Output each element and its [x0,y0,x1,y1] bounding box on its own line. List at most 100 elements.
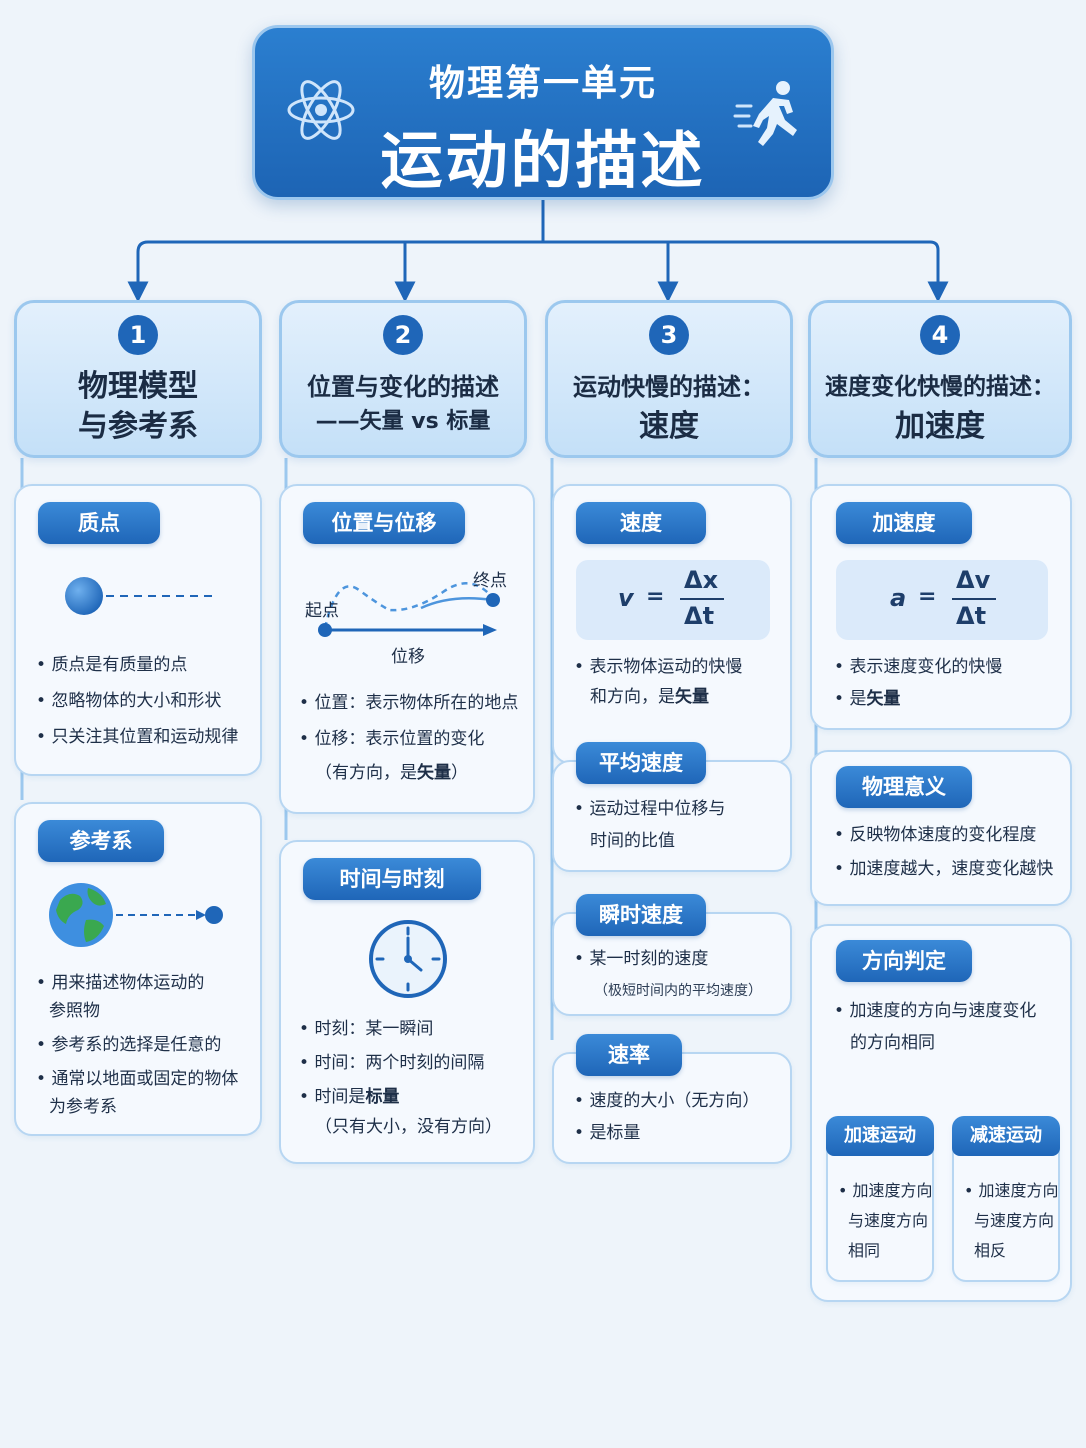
page-title: 运动的描述 [380,124,706,197]
time-tag: 时间与时刻 [303,858,481,900]
speedup-line-2: 与速度方向 [848,1211,929,1230]
displacement-label: 位移 [391,647,425,667]
reference-frame-tag: 参考系 [38,820,164,862]
particle-bullet-3: • 只关注其位置和运动规律 [36,727,239,747]
acceleration-formula: a = Δv Δt [836,560,1048,640]
particle-bullet-1: • 质点是有质量的点 [36,655,188,675]
acceleration-bullet-2: • 是矢量 [834,689,901,709]
category-number: 1 [118,315,158,355]
particle-bullet-2: • 忽略物体的大小和形状 [36,691,222,711]
position-bullet-1: • 位置：表示物体所在的地点 [299,693,519,713]
category-number: 2 [383,315,423,355]
acceleration-bullet-1: • 表示速度变化的快慢 [834,657,1003,677]
direction-bullet-cont: 的方向相同 [850,1033,935,1053]
reference-frame-panel: 参考系 • 用来描述物体运动的 参照物 • 参考系的选择是任意的 • 通常以地面… [14,802,262,1136]
instantaneous-velocity-bullet: • 某一时刻的速度 [574,949,709,969]
particle-diagram [65,577,218,615]
category-number: 3 [649,315,689,355]
unit-subtitle: 物理第一单元 [428,63,657,104]
physical-meaning-tag: 物理意义 [836,766,972,808]
time-bullet-3: • 时间是标量 [299,1087,400,1107]
meaning-bullet-2: • 加速度越大，速度变化越快 [834,859,1054,879]
acceleration-tag: 加速度 [836,502,972,544]
slowdown-line-1: • 加速度方向 [964,1181,1059,1200]
category-title-line2: ——矢量 vs 标量 [315,409,491,434]
particle-tag: 质点 [38,502,160,544]
runner-icon [733,81,797,146]
speedup-line-3: 相同 [848,1241,881,1260]
formula-numerator: Δv [956,566,991,594]
formula-lhs: v [618,584,634,612]
category-title-line1: 物理模型 [78,369,198,404]
physical-meaning-panel: 物理意义 • 反映物体速度的变化程度 • 加速度越大，速度变化越快 [810,750,1072,906]
title-banner: 物理第一单元 运动的描述 [252,25,834,200]
instantaneous-velocity-panel: 瞬时速度 • 某一时刻的速度 （极短时间内的平均速度） [552,894,792,1016]
slowdown-line-2: 与速度方向 [974,1211,1055,1230]
average-velocity-bullet-cont: 时间的比值 [590,831,675,851]
speed-panel: 速率 • 速度的大小（无方向） • 是标量 [552,1034,792,1164]
earth-diagram [49,883,223,947]
end-point-label: 终点 [473,571,507,591]
speed-bullet-1: • 速度的大小（无方向） [574,1091,760,1111]
direction-panel: 方向判定 • 加速度的方向与速度变化 的方向相同 加速运动 • 加速度方向 与速… [810,924,1072,1302]
formula-lhs: a [890,584,907,612]
average-velocity-bullet: • 运动过程中位移与 [574,799,726,819]
time-moment-panel: 时间与时刻 • 时刻：某一瞬间 • 时间：两个时刻的间隔 • 时间是标量 （只有… [279,840,535,1164]
slowdown-card: 减速运动 • 加速度方向 与速度方向 相反 [952,1116,1060,1282]
velocity-bullet-1-cont: 和方向，是矢量 [590,687,709,707]
frame-bullet-3-cont: 为参考系 [49,1097,117,1117]
category-1-card: 1 物理模型 与参考系 [14,300,262,458]
category-title-line1: 速度变化快慢的描述： [825,374,1055,400]
instantaneous-velocity-note: （极短时间内的平均速度） [594,983,762,999]
position-bullet-2-cont: （有方向，是矢量） [315,763,468,783]
frame-bullet-1: • 用来描述物体运动的 [36,973,205,993]
formula-equals: = [646,584,665,609]
frame-bullet-1-cont: 参照物 [49,1001,100,1021]
meaning-bullet-1: • 反映物体速度的变化程度 [834,825,1037,845]
position-displacement-panel: 位置与位移 起点 终点 位移 • 位置：表示物体所在的地点 • 位移：表示位置的… [279,484,535,814]
average-velocity-tag: 平均速度 [576,742,706,784]
direction-tag: 方向判定 [836,940,972,982]
position-tag: 位置与位移 [303,502,465,544]
formula-equals: = [918,584,937,609]
category-title-line1: 运动快慢的描述： [573,373,765,401]
time-bullet-3-cont: （只有大小，没有方向） [315,1117,502,1137]
atom-icon [287,80,355,140]
fraction-bar [680,598,724,600]
slowdown-line-3: 相反 [974,1241,1007,1260]
average-velocity-panel: 平均速度 • 运动过程中位移与 时间的比值 [552,742,792,872]
velocity-tag: 速度 [576,502,706,544]
category-title-line2: 速度 [639,409,699,444]
formula-denominator: Δt [684,602,715,630]
category-title-line2: 加速度 [895,409,985,444]
velocity-bullet-1: • 表示物体运动的快慢 [574,657,743,677]
speed-tag: 速率 [576,1034,682,1076]
frame-bullet-3: • 通常以地面或固定的物体 [36,1069,239,1089]
speedup-card: 加速运动 • 加速度方向 与速度方向 相同 [826,1116,934,1282]
slowdown-tag: 减速运动 [952,1116,1060,1156]
instantaneous-velocity-tag: 瞬时速度 [576,894,706,936]
velocity-formula: v = Δx Δt [576,560,770,640]
time-bullet-1: • 时刻：某一瞬间 [299,1019,434,1039]
formula-denominator: Δt [956,602,987,630]
direction-bullet: • 加速度的方向与速度变化 [834,1001,1037,1021]
category-title-line2: 与参考系 [78,409,198,444]
clock-icon [369,920,447,998]
category-title-line1: 位置与变化的描述 [307,373,499,401]
time-bullet-2: • 时间：两个时刻的间隔 [299,1053,485,1073]
fraction-bar [952,598,996,600]
category-number: 4 [920,315,960,355]
frame-bullet-2: • 参考系的选择是任意的 [36,1035,222,1055]
displacement-diagram [318,582,500,637]
particle-panel: 质点 • 质点是有质量的点 • 忽略物体的大小和形状 • 只关注其位置和运动规律 [14,484,262,776]
category-3-card: 3 运动快慢的描述： 速度 [545,300,793,458]
start-point-label: 起点 [305,601,339,621]
speedup-line-1: • 加速度方向 [838,1181,933,1200]
velocity-panel: 速度 v = Δx Δt • 表示物体运动的快慢 和方向，是矢量 [552,484,792,764]
speed-bullet-2: • 是标量 [574,1123,641,1143]
category-4-card: 4 速度变化快慢的描述： 加速度 [808,300,1072,458]
category-2-card: 2 位置与变化的描述 ——矢量 vs 标量 [279,300,527,458]
position-bullet-2: • 位移：表示位置的变化 [299,729,485,749]
acceleration-panel: 加速度 a = Δv Δt • 表示速度变化的快慢 • 是矢量 [810,484,1072,730]
formula-numerator: Δx [684,566,719,594]
